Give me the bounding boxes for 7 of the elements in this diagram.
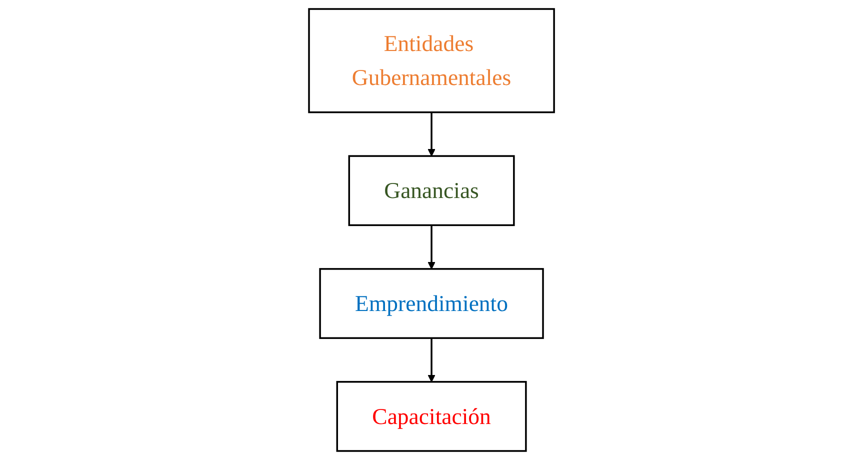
node-box: Capacitación xyxy=(336,380,528,452)
node-box: Ganancias xyxy=(348,155,516,226)
node-box: Entidades Gubernamentales xyxy=(308,8,556,114)
arrow xyxy=(428,112,436,156)
arrow xyxy=(428,225,436,270)
node-box: Emprendimiento xyxy=(320,268,544,339)
arrow xyxy=(428,338,436,382)
